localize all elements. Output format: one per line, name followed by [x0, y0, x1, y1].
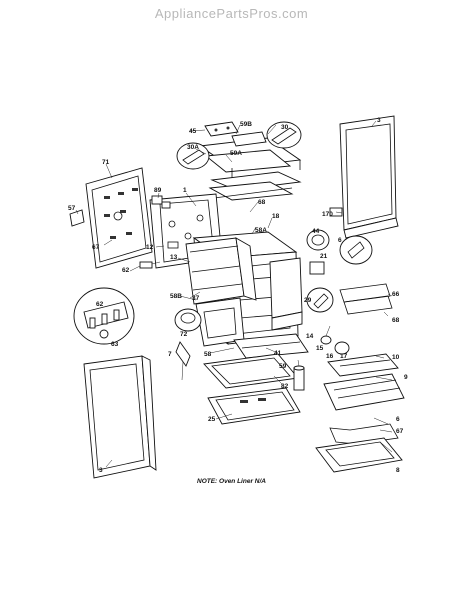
element-59: [293, 365, 305, 391]
side-panel-3-bottom: [83, 355, 157, 479]
label-66: 66: [392, 291, 400, 298]
label-8: 8: [396, 467, 400, 474]
label-6-bottom: 6: [396, 416, 400, 423]
label-58a: 58A: [255, 227, 267, 234]
label-59: 59: [279, 363, 287, 370]
label-10: 10: [392, 354, 400, 361]
block-21: [309, 261, 325, 275]
oven-insulation-pad: [185, 237, 257, 305]
label-62-part: 62: [122, 267, 130, 274]
rack-10: [327, 353, 399, 377]
label-44: 44: [312, 228, 320, 235]
label-3-top: 3: [377, 117, 381, 124]
terminal-62: [139, 261, 161, 269]
label-14: 14: [306, 333, 314, 340]
fasteners-14-17: [320, 335, 350, 355]
label-67-right: 67: [396, 428, 404, 435]
label-82: 82: [281, 383, 289, 390]
watermark: AppliancePartsPros.com: [154, 6, 309, 21]
label-3-bottom: 3: [99, 467, 103, 474]
label-9: 9: [404, 374, 408, 381]
callout-72: [174, 308, 202, 332]
label-62-callout: 62: [96, 301, 104, 308]
label-13: 13: [170, 254, 178, 261]
callout-6-circle: [339, 235, 373, 265]
label-30: 30: [281, 124, 289, 131]
label-89: 89: [154, 187, 162, 194]
label-6-top: 6: [338, 237, 342, 244]
leader-lines: [75, 120, 393, 468]
label-12: 12: [146, 244, 154, 251]
switch-89: [151, 195, 171, 209]
knob-44: [306, 229, 330, 251]
label-37: 37: [192, 295, 200, 302]
callout-29: [306, 287, 334, 313]
side-panel-3-top: [339, 115, 399, 239]
label-63: 63: [111, 341, 119, 348]
bracket-59b: [231, 131, 267, 147]
callout-30a-circle: [176, 142, 210, 170]
bracket-57: [69, 209, 85, 227]
label-58: 58: [204, 351, 212, 358]
label-29: 29: [304, 297, 312, 304]
part-number-labels: 1 3 3 6 6 7 9 10 12 13 14 15 16 17 18 21…: [68, 117, 408, 474]
tray-8: [315, 437, 403, 473]
rack-9: [323, 373, 405, 411]
bake-element-66: [339, 283, 393, 315]
label-72: 72: [180, 331, 188, 338]
label-21: 21: [320, 253, 328, 260]
label-68-right: 68: [392, 317, 400, 324]
terminal-block-callout-62: [73, 287, 135, 345]
label-16: 16: [326, 353, 334, 360]
label-59a: 59A: [230, 150, 242, 157]
label-17: 17: [340, 353, 348, 360]
label-58b: 58B: [170, 293, 182, 300]
label-67-left: 67: [92, 244, 100, 251]
label-1: 1: [183, 187, 187, 194]
label-25: 25: [208, 416, 216, 423]
label-170: 170: [322, 211, 333, 218]
label-41: 41: [274, 350, 282, 357]
frame-58b: [195, 297, 245, 347]
note-oven-liner: NOTE: Oven Liner N/A: [197, 478, 266, 485]
label-30a: 30A: [187, 144, 199, 151]
bracket-45: [204, 121, 239, 137]
hinge-7: [175, 341, 191, 381]
element-6-67: [329, 423, 399, 445]
label-71: 71: [102, 159, 110, 166]
label-68-top: 68: [258, 199, 266, 206]
label-45: 45: [189, 128, 197, 135]
rear-panel: [85, 167, 153, 269]
label-18: 18: [272, 213, 280, 220]
label-7: 7: [168, 351, 172, 358]
side-panel-right: [269, 257, 303, 331]
label-57: 57: [68, 205, 76, 212]
bottom-tray-41: [233, 333, 309, 359]
drawer-25: [207, 387, 301, 425]
label-15: 15: [316, 345, 324, 352]
label-59b: 59B: [240, 121, 252, 128]
callout-30-circle: [266, 121, 302, 149]
